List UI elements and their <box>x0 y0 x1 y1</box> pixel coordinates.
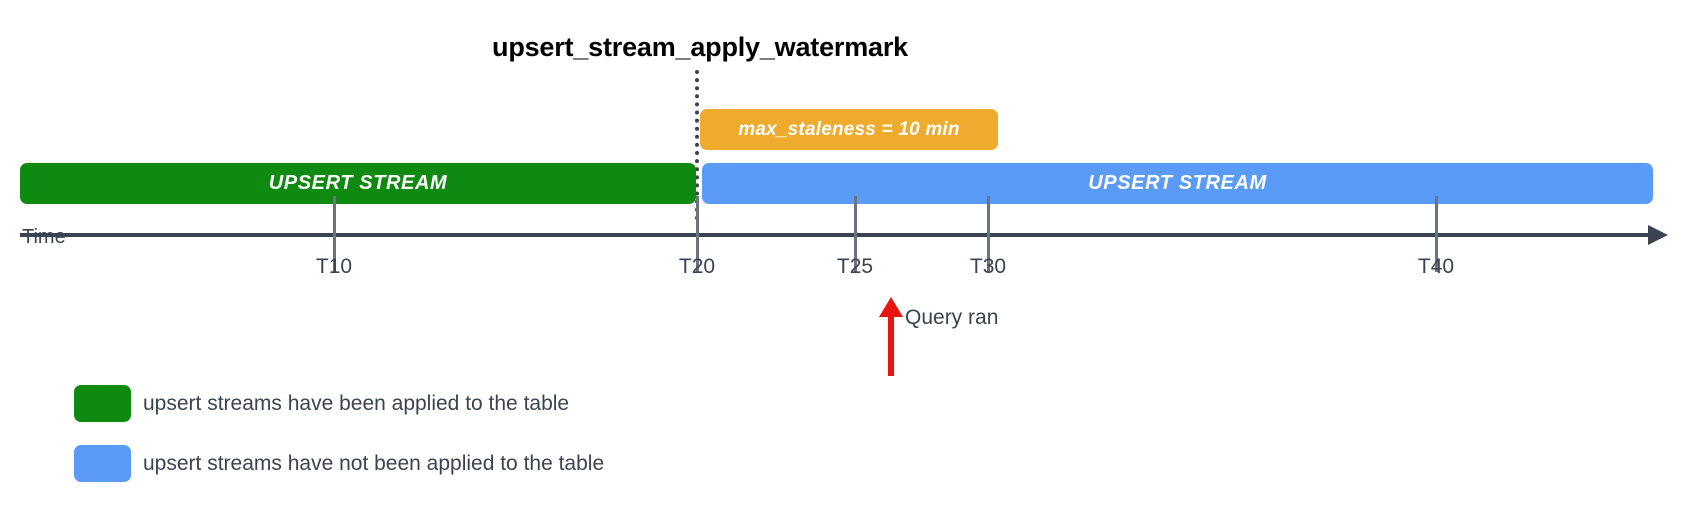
max-staleness-bar: max_staleness = 10 min <box>700 109 998 150</box>
upsert-stream-not-applied-bar-label: UPSERT STREAM <box>1088 172 1267 194</box>
query-ran-arrow-icon <box>879 297 903 317</box>
legend-item: upsert streams have not been applied to … <box>74 445 604 482</box>
legend-swatch-icon <box>74 445 131 482</box>
upsert-stream-applied-bar-label: UPSERT STREAM <box>268 172 448 194</box>
upsert-stream-not-applied-bar: UPSERT STREAM <box>702 163 1653 204</box>
time-axis-tick-label-t25: T25 <box>836 255 874 278</box>
query-ran-arrow-shaft <box>888 314 894 376</box>
max-staleness-bar-label: max_staleness = 10 min <box>738 118 960 140</box>
time-axis-tick-label-t10: T10 <box>315 255 353 278</box>
query-ran-label: Query ran <box>905 306 999 329</box>
time-axis-tick-t30 <box>987 196 990 272</box>
time-axis-tick-t20 <box>696 196 699 272</box>
time-axis-arrow-icon <box>1648 225 1668 245</box>
legend-item-label: upsert streams have been applied to the … <box>143 391 570 415</box>
time-axis-tick-t40 <box>1435 196 1438 272</box>
upsert-stream-applied-bar: UPSERT STREAM <box>20 163 696 204</box>
time-axis-tick-t25 <box>854 196 857 272</box>
time-axis-tick-label-t30: T30 <box>969 255 1007 278</box>
time-axis-tick-label-t40: T40 <box>1417 255 1455 278</box>
time-axis-line <box>20 233 1656 237</box>
diagram-title: upsert_stream_apply_watermark <box>492 32 908 62</box>
time-axis-tick-t10 <box>333 196 336 272</box>
legend-item-label: upsert streams have not been applied to … <box>143 451 605 475</box>
legend-item: upsert streams have been applied to the … <box>74 385 569 422</box>
watermark-dotted-line <box>695 70 699 220</box>
time-axis-tick-label-t20: T20 <box>678 255 716 278</box>
time-axis-label: Time <box>22 226 66 248</box>
legend-swatch-icon <box>74 385 131 422</box>
